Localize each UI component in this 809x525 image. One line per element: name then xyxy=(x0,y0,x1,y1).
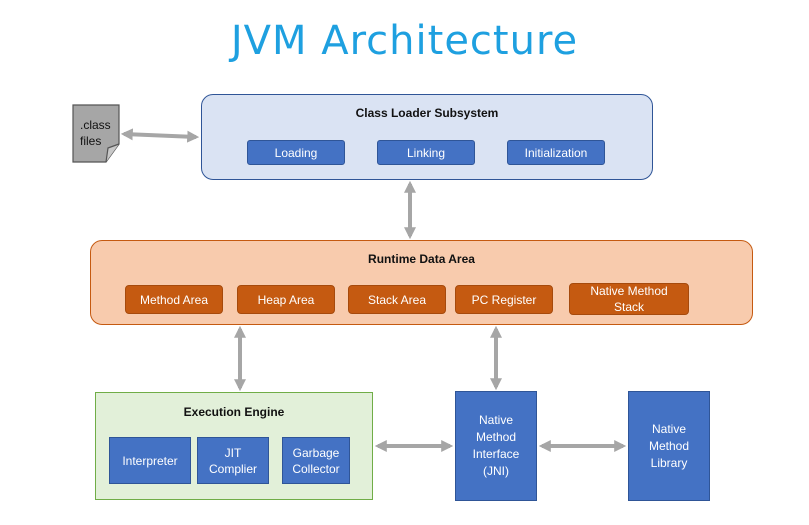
jni-line2: Method xyxy=(475,430,517,444)
gc-line1: Garbage xyxy=(292,445,340,460)
native-method-stack-box: Native Method Stack xyxy=(569,283,689,315)
interpreter-box: Interpreter xyxy=(109,437,191,484)
garbage-collector-box: Garbage Collector xyxy=(282,437,350,484)
native-method-interface-box: Native Method Interface (JNI) xyxy=(455,391,537,501)
jit-line1: JIT xyxy=(224,445,242,460)
jni-line1: Native xyxy=(478,413,513,427)
runtime-data-area-title: Runtime Data Area xyxy=(368,252,475,266)
stack-area-box: Stack Area xyxy=(348,285,446,314)
class-files-line1: .class xyxy=(80,118,111,132)
jit-compiler-box: JIT Complier xyxy=(197,437,269,484)
jni-line3: Interface xyxy=(472,447,520,461)
initialization-box: Initialization xyxy=(507,140,605,165)
native-method-stack-line1: Native Method xyxy=(590,284,668,298)
library-line1: Native xyxy=(651,421,686,436)
jni-line4: (JNI) xyxy=(483,464,509,478)
class-loader-title: Class Loader Subsystem xyxy=(355,106,499,120)
class-files-line2: files xyxy=(80,134,102,148)
class-files-label: .class files xyxy=(80,117,120,149)
native-method-stack-line2: Stack xyxy=(613,300,644,314)
pc-register-box: PC Register xyxy=(455,285,553,314)
native-method-library-box: Native Method Library xyxy=(628,391,710,501)
linking-box: Linking xyxy=(377,140,475,165)
class-loader-subsystem xyxy=(201,94,653,180)
loading-box: Loading xyxy=(247,140,345,165)
jit-line2: Complier xyxy=(208,461,257,476)
diagram-title: JVM Architecture xyxy=(230,18,579,64)
heap-area-box: Heap Area xyxy=(237,285,335,314)
method-area-box: Method Area xyxy=(125,285,223,314)
execution-engine-title: Execution Engine xyxy=(183,405,285,419)
gc-line2: Collector xyxy=(292,461,340,476)
class-files-icon xyxy=(72,104,120,163)
arrow-classfiles-loader xyxy=(120,128,200,143)
library-line3: Library xyxy=(650,455,688,470)
library-line2: Method xyxy=(648,438,690,453)
